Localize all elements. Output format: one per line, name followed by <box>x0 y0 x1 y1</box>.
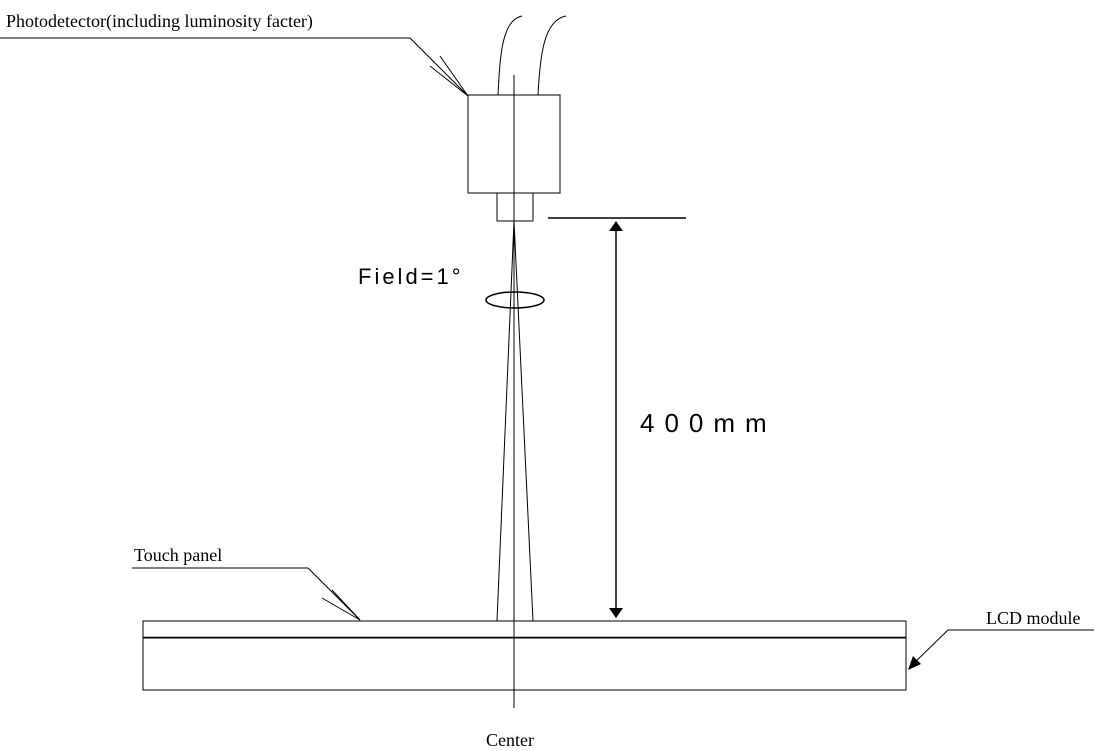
lcd-module-arrowhead <box>908 656 921 670</box>
field-angle-label: Field=1° <box>358 264 464 289</box>
field-cone <box>496 220 534 622</box>
touch-panel-leader <box>132 567 361 621</box>
photodetector-leader <box>0 37 469 97</box>
center-label: Center <box>486 730 534 750</box>
lcd-module-label: LCD module <box>986 608 1081 628</box>
field-angle-ellipse <box>485 291 545 309</box>
distance-label: 400mm <box>640 408 777 438</box>
detector-cables <box>497 15 567 96</box>
touch-panel-label: Touch panel <box>134 545 223 565</box>
photodetector-lens <box>496 192 534 222</box>
lcd-module <box>142 637 907 691</box>
touch-panel <box>142 620 907 639</box>
lcd-module-leader <box>909 629 1094 668</box>
photodetector-label: Photodetector(including luminosity facte… <box>6 11 313 31</box>
